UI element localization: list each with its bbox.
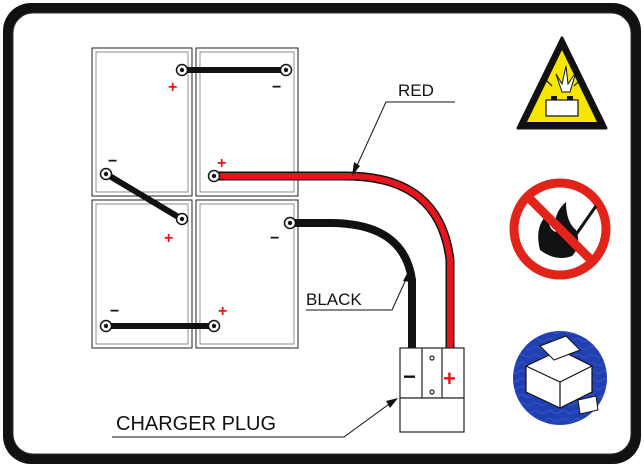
no-open-flame-icon — [509, 178, 611, 280]
terminal-b4-negative: − — [270, 230, 279, 247]
battery-1 — [91, 47, 193, 197]
jumper-cable-bottom — [99, 319, 221, 333]
jumper-cable-diagonal — [99, 167, 189, 226]
terminal-b4-positive: + — [217, 155, 226, 172]
battery-4 — [195, 199, 299, 349]
black-wire — [283, 216, 416, 355]
explosion-warning-icon — [516, 36, 608, 130]
red-label: RED — [398, 81, 434, 100]
terminal-b6-positive: + — [218, 303, 227, 320]
plug-positive-symbol: + — [443, 366, 456, 391]
charger-plug-label: CHARGER PLUG — [116, 413, 276, 435]
battery-2 — [195, 47, 299, 197]
battery-pack — [91, 47, 299, 349]
charger-plug: − + — [399, 347, 465, 433]
jumper-cable-top — [175, 63, 293, 77]
read-manual-icon — [513, 331, 607, 425]
plug-negative-symbol: − — [403, 364, 416, 389]
terminal-b3-negative: − — [108, 153, 117, 170]
terminal-b5-negative: − — [110, 303, 119, 320]
terminal-markers: + − − + + − − + — [108, 79, 281, 320]
callout-red: RED — [352, 81, 455, 176]
terminal-b1-positive: + — [168, 79, 177, 96]
terminal-b3-positive: + — [164, 230, 173, 247]
terminal-b2-negative: − — [272, 79, 281, 96]
callout-black: BLACK — [306, 268, 411, 311]
black-label: BLACK — [306, 290, 362, 309]
callout-charger-plug: CHARGER PLUG — [112, 398, 398, 438]
red-wire — [207, 169, 455, 355]
